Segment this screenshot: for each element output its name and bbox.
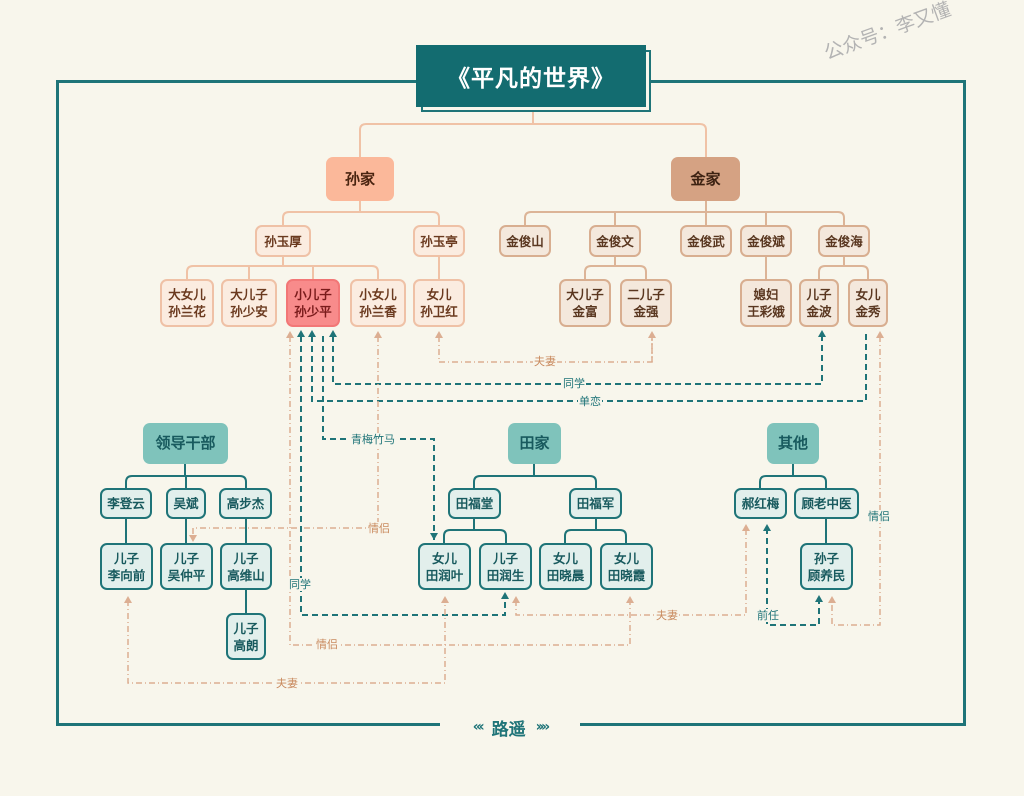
- relation-label-couple: 夫妻: [533, 355, 557, 368]
- person-tian-fujun[interactable]: 田福军: [569, 488, 622, 519]
- arrowhead-icon: [441, 596, 449, 603]
- arrowhead-icon: [189, 535, 197, 542]
- person-sun-shaoping-highlighted[interactable]: 小儿子 孙少平: [286, 279, 340, 327]
- person-tian-futang[interactable]: 田福堂: [448, 488, 501, 519]
- arrowhead-icon: [435, 331, 443, 338]
- arrowhead-icon: [308, 330, 316, 337]
- person-jin-qiang[interactable]: 二儿子 金强: [620, 279, 672, 327]
- person-li-xiangqian[interactable]: 儿子 李向前: [100, 543, 153, 590]
- tree-connector: [524, 201, 845, 225]
- person-tian-runye[interactable]: 女儿 田润叶: [418, 543, 471, 590]
- relation-label-childhood-sweethearts: 青梅竹马: [350, 433, 396, 446]
- relation-line-ex: [766, 528, 820, 626]
- person-gao-bujie[interactable]: 高步杰: [219, 488, 272, 519]
- person-gu-laozhongyi[interactable]: 顾老中医: [794, 488, 859, 519]
- relation-label-classmate: 同学: [288, 578, 312, 591]
- family-head-tian[interactable]: 田家: [508, 423, 561, 464]
- person-wu-zhongping[interactable]: 儿子 吴仲平: [160, 543, 213, 590]
- person-gao-lang[interactable]: 儿子 高朗: [226, 613, 266, 660]
- person-sun-shaoan[interactable]: 大儿子 孙少安: [221, 279, 277, 327]
- person-gu-yangmin[interactable]: 孙子 顾养民: [800, 543, 853, 590]
- arrowhead-icon: [124, 596, 132, 603]
- relation-label-couple: 夫妻: [275, 677, 299, 690]
- person-jin-junbin[interactable]: 金俊斌: [740, 225, 792, 257]
- person-wu-bin[interactable]: 吴斌: [166, 488, 206, 519]
- right-arrow-ornament-icon: ››»: [535, 719, 550, 735]
- left-arrow-ornament-icon: «‹: [472, 719, 485, 735]
- relation-label-unrequited: 单恋: [578, 395, 602, 408]
- arrowhead-icon: [742, 524, 750, 531]
- person-jin-junhai[interactable]: 金俊海: [818, 225, 870, 257]
- relation-line-childhood-sweethearts: [322, 336, 435, 540]
- tree-connector: [759, 464, 827, 543]
- relation-label-ex: 前任: [756, 609, 780, 622]
- person-sun-weihong[interactable]: 女儿 孙卫红: [413, 279, 465, 327]
- person-jin-junshan[interactable]: 金俊山: [499, 225, 551, 257]
- tree-connector: [186, 257, 440, 279]
- person-jin-xiu[interactable]: 女儿 金秀: [848, 279, 888, 327]
- relation-label-lovers: 情侣: [867, 510, 891, 523]
- relation-label-lovers: 情侣: [367, 522, 391, 535]
- tree-connector: [125, 464, 247, 613]
- tree-connector: [584, 257, 869, 279]
- tree-connector: [443, 464, 627, 543]
- person-jin-junwu[interactable]: 金俊武: [680, 225, 732, 257]
- arrowhead-icon: [876, 331, 884, 338]
- relation-line-lovers: [831, 336, 881, 626]
- person-sun-yuhou[interactable]: 孙玉厚: [255, 225, 311, 257]
- person-tian-xiaochen[interactable]: 女儿 田晓晨: [539, 543, 592, 590]
- person-sun-lanxiang[interactable]: 小女儿 孙兰香: [350, 279, 406, 327]
- arrowhead-icon: [815, 595, 823, 602]
- author-name: 路遥: [491, 719, 526, 740]
- arrowhead-icon: [818, 330, 826, 337]
- group-head-leaders[interactable]: 领导干部: [143, 423, 228, 464]
- person-sun-lanhua[interactable]: 大女儿 孙兰花: [160, 279, 214, 327]
- arrowhead-icon: [374, 331, 382, 338]
- person-jin-fu[interactable]: 大儿子 金富: [559, 279, 611, 327]
- person-gao-weishan[interactable]: 儿子 高维山: [220, 543, 272, 590]
- arrowhead-icon: [329, 330, 337, 337]
- person-jin-junwen[interactable]: 金俊文: [589, 225, 641, 257]
- arrowhead-icon: [626, 596, 634, 603]
- arrowhead-icon: [512, 596, 520, 603]
- arrowhead-icon: [501, 592, 509, 599]
- tree-connector: [282, 201, 440, 225]
- border-frame: [56, 80, 966, 726]
- arrowhead-icon: [430, 533, 438, 540]
- family-head-jin[interactable]: 金家: [671, 157, 740, 201]
- person-hao-hongmei[interactable]: 郝红梅: [734, 488, 787, 519]
- relation-label-classmate: 同学: [562, 377, 586, 390]
- relation-label-lovers: 情侣: [315, 638, 339, 651]
- group-head-other[interactable]: 其他: [767, 423, 819, 464]
- person-tian-runsheng[interactable]: 儿子 田润生: [479, 543, 532, 590]
- arrowhead-icon: [828, 596, 836, 603]
- relation-line-couple: [515, 528, 747, 616]
- arrowhead-icon: [763, 524, 771, 531]
- relation-line-couple: [127, 600, 446, 684]
- arrowhead-icon: [297, 330, 305, 337]
- arrowhead-icon: [648, 331, 656, 338]
- relation-label-couple: 夫妻: [655, 609, 679, 622]
- family-head-sun[interactable]: 孙家: [326, 157, 394, 201]
- person-li-dengyun[interactable]: 李登云: [100, 488, 152, 519]
- page-title: 《平凡的世界》: [416, 45, 646, 107]
- person-wang-caie[interactable]: 媳妇 王彩娥: [740, 279, 792, 327]
- person-jin-bo[interactable]: 儿子 金波: [799, 279, 839, 327]
- relation-line-lovers: [192, 336, 379, 537]
- person-sun-yuting[interactable]: 孙玉亭: [413, 225, 465, 257]
- relation-line-classmate: [300, 336, 506, 616]
- footer-author: «‹ 路遥 ››»: [440, 712, 580, 742]
- person-tian-xiaoxia[interactable]: 女儿 田晓霞: [600, 543, 653, 590]
- arrowhead-icon: [286, 331, 294, 338]
